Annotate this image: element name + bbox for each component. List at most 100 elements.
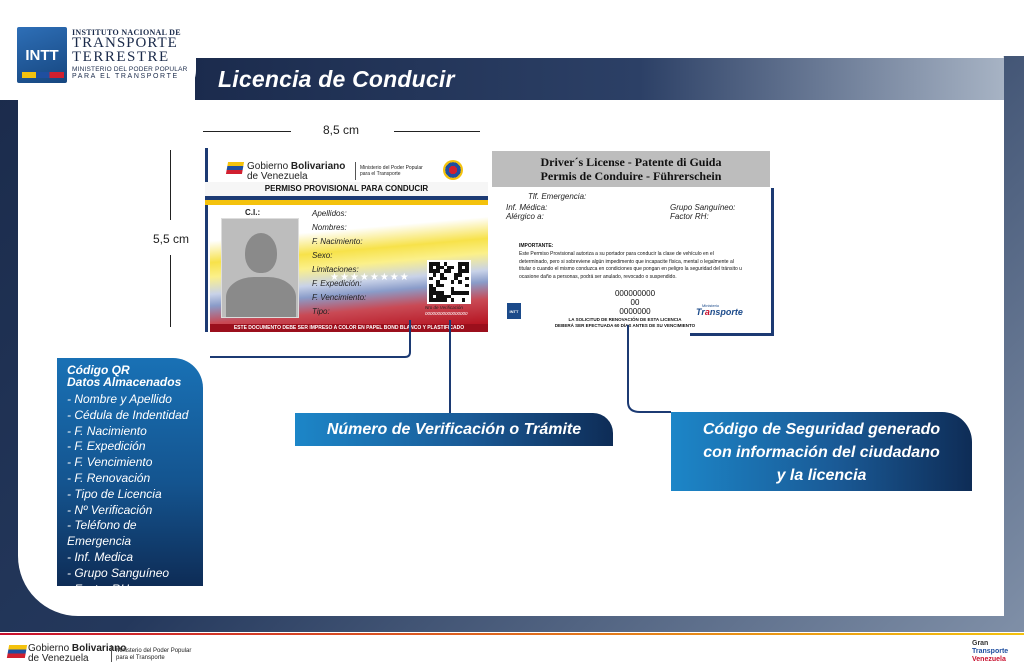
qr-module	[458, 265, 462, 270]
qr-module	[458, 283, 462, 288]
logo-text-line1: INSTITUTO NACIONAL DE	[72, 28, 181, 37]
card-stripe-yellow	[205, 200, 488, 205]
qr-module	[454, 287, 459, 292]
qr-module	[439, 291, 444, 295]
list-item: - F. Nacimiento	[67, 423, 147, 438]
dimension-line-top	[170, 150, 171, 220]
qr-module	[461, 272, 466, 277]
ministerio-small-label: Ministerio	[702, 303, 720, 308]
qr-module	[454, 298, 459, 302]
qr-data-callout: Código QR Datos Almacenados - Nombre y A…	[57, 358, 203, 596]
qr-module	[454, 265, 459, 270]
important-label: IMPORTANTE:	[519, 243, 554, 249]
qr-module	[450, 265, 455, 270]
qr-module	[458, 272, 462, 277]
qr-module	[458, 269, 462, 273]
card-edge-right	[771, 188, 774, 336]
verification-label: Nro de Verificación	[425, 305, 463, 310]
qr-module	[458, 262, 462, 266]
qr-module	[454, 283, 459, 288]
qr-module	[429, 283, 433, 288]
logo-text-line4: MINISTERIO DEL PODER POPULAR	[72, 66, 188, 73]
back-header-bar	[492, 151, 770, 187]
ci-label: C.I.:	[245, 208, 261, 217]
page-title: Licencia de Conducir	[218, 66, 455, 92]
gobierno-text-line1: Gobierno Bolivariano	[247, 161, 345, 172]
qr-module	[461, 291, 466, 295]
qr-module	[447, 276, 451, 281]
footer-gobierno-word: Gobierno	[28, 643, 72, 654]
qr-module	[450, 269, 455, 273]
qr-module	[458, 276, 462, 281]
qr-module	[432, 298, 437, 302]
qr-module	[432, 294, 437, 299]
qr-module	[450, 294, 455, 299]
qr-module	[450, 262, 455, 266]
card-edge	[205, 148, 208, 332]
list-item: - F. Renovación	[67, 470, 151, 485]
field-vencimiento: F. Vencimiento:	[312, 293, 367, 302]
qr-module	[458, 291, 462, 295]
bolivariano-word: Bolivariano	[290, 161, 346, 172]
qr-module	[465, 283, 469, 288]
qr-module	[432, 272, 437, 277]
qr-module	[465, 280, 469, 284]
card-edge-bottom	[690, 333, 774, 336]
qr-module	[461, 283, 466, 288]
field-grupo-sanguineo: Grupo Sanguíneo:	[670, 203, 736, 212]
qr-module	[461, 280, 466, 284]
qr-module	[465, 269, 469, 273]
license-front-card: Gobierno Bolivariano de Venezuela Minist…	[205, 148, 488, 332]
qr-module	[465, 265, 469, 270]
field-alergico: Alérgico a:	[506, 212, 544, 221]
person-shoulders-icon	[226, 277, 296, 317]
flag-stripe-icon	[22, 72, 64, 78]
qr-module	[447, 262, 451, 266]
list-item: - Factor RH	[67, 581, 130, 596]
footer-ministerio-line1: Ministerio del Poder Popular	[116, 648, 192, 654]
card-stripe	[205, 196, 488, 200]
qr-module	[436, 262, 440, 266]
transporte-logo-part1: Tr	[696, 307, 705, 317]
qr-module	[436, 280, 440, 284]
qr-module	[450, 283, 455, 288]
card-title-bar	[205, 182, 488, 196]
ministerio-text-line2: para el Transporte	[360, 171, 401, 177]
qr-module	[436, 291, 440, 295]
field-factor-rh: Factor RH:	[670, 212, 709, 221]
qr-module	[443, 276, 448, 281]
qr-module	[458, 287, 462, 292]
qr-module	[429, 265, 433, 270]
width-dimension-label: 8,5 cm	[323, 123, 360, 137]
qr-module	[454, 291, 459, 295]
footer-accent-line	[0, 633, 1024, 635]
field-nacimiento: F. Nacimiento:	[312, 237, 363, 246]
qr-module	[429, 298, 433, 302]
qr-module	[429, 269, 433, 273]
dimension-line-right	[394, 131, 480, 132]
qr-module	[447, 269, 451, 273]
height-dimension-label: 5,5 cm	[153, 232, 190, 246]
qr-module	[436, 269, 440, 273]
qr-module	[439, 265, 444, 270]
qr-module	[450, 298, 455, 302]
connector-qr	[210, 320, 411, 358]
field-inf-medica: Inf. Médica:	[506, 203, 548, 212]
qr-module	[447, 298, 451, 302]
qr-module	[436, 298, 440, 302]
qr-module	[443, 294, 448, 299]
qr-module	[443, 272, 448, 277]
field-apellidos: Apellidos:	[312, 209, 347, 218]
list-item: - Inf. Medica	[67, 549, 134, 564]
qr-module	[450, 272, 455, 277]
qr-module	[461, 287, 466, 292]
qr-callout-title1: Código QR	[67, 363, 130, 377]
qr-module	[465, 262, 469, 266]
important-paragraph: Este Permiso Provisional autoriza a su p…	[519, 251, 742, 280]
list-item: - F. Vencimiento	[67, 455, 153, 470]
qr-callout-title2: Datos Almacenados	[67, 375, 182, 389]
qr-module	[439, 262, 444, 266]
card-title: PERMISO PROVISIONAL PARA CONDUCIR	[264, 184, 429, 193]
qr-code-icon	[427, 260, 471, 304]
qr-module	[461, 262, 466, 266]
